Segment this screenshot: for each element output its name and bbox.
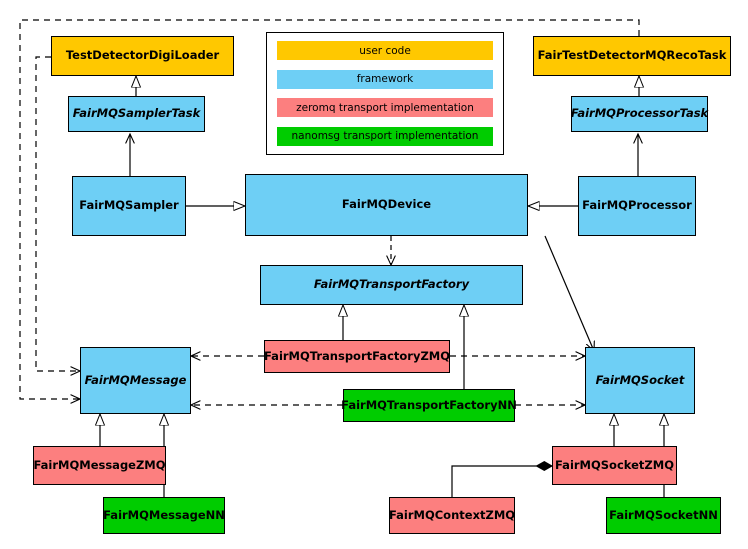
legend-item-framework: framework: [277, 69, 493, 89]
class-node-fairmqprocessortask[interactable]: FairMQProcessorTask: [571, 96, 708, 132]
edge-composition-contextzmq-socketzmq: [451, 466, 552, 497]
class-node-fairmqtransportfactory[interactable]: FairMQTransportFactory: [260, 265, 523, 305]
class-node-fairmqsocket[interactable]: FairMQSocket: [585, 347, 695, 414]
legend-box: user code framework zeromq transport imp…: [266, 32, 504, 155]
legend-item-user-code: user code: [277, 41, 493, 60]
class-node-fairmqmessage[interactable]: FairMQMessage: [80, 347, 191, 414]
class-node-fairtestdetectormqrecotask[interactable]: FairTestDetectorMQRecoTask: [533, 36, 731, 76]
legend-label-nanomsg: nanomsg transport implementation: [291, 130, 479, 143]
class-node-fairmqsampler[interactable]: FairMQSampler: [72, 176, 186, 236]
class-node-fairmqdevice[interactable]: FairMQDevice: [245, 174, 528, 236]
class-node-fairmqsocketnn[interactable]: FairMQSocketNN: [606, 497, 721, 534]
class-node-testdetectordigiloader[interactable]: TestDetectorDigiLoader: [51, 36, 234, 76]
legend-label-user-code: user code: [359, 44, 411, 57]
legend-item-nanomsg: nanomsg transport implementation: [277, 126, 493, 146]
class-node-fairmqtransportfactorynn[interactable]: FairMQTransportFactoryNN: [341, 389, 517, 422]
class-node-fairmqcontextzmq[interactable]: FairMQContextZMQ: [389, 497, 515, 534]
legend-label-framework: framework: [356, 73, 414, 86]
class-node-fairmqmessagenn[interactable]: FairMQMessageNN: [103, 497, 225, 534]
class-node-fairmqtransportfactoryzmq[interactable]: FairMQTransportFactoryZMQ: [264, 340, 450, 373]
legend-label-zeromq: zeromq transport implementation: [296, 101, 474, 114]
edge-association-device-socket: [544, 235, 594, 351]
class-node-fairmqprocessor[interactable]: FairMQProcessor: [578, 176, 696, 236]
class-node-fairmqsocketzmq[interactable]: FairMQSocketZMQ: [552, 446, 677, 485]
legend-item-zeromq: zeromq transport implementation: [277, 98, 493, 118]
class-node-fairmqmessagezmq[interactable]: FairMQMessageZMQ: [33, 446, 166, 485]
class-node-fairmqsamplertask[interactable]: FairMQSamplerTask: [68, 96, 205, 132]
